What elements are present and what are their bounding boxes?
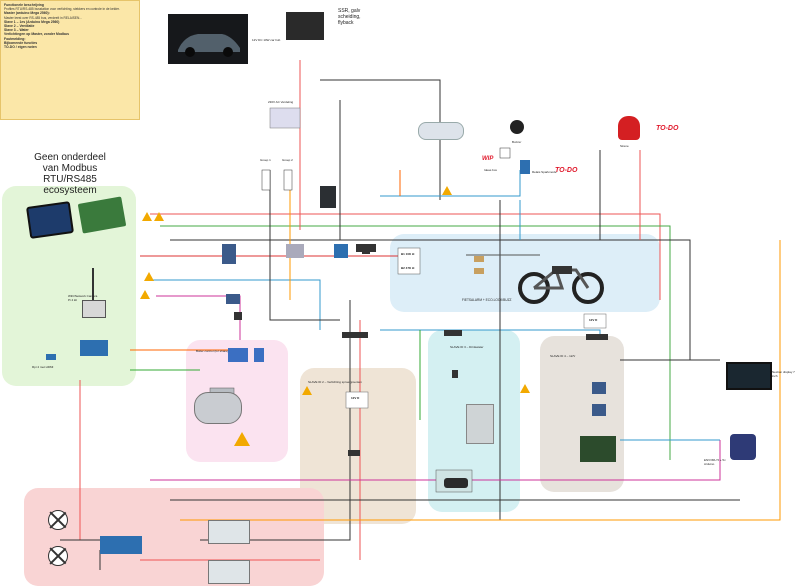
buzzer-icon bbox=[510, 120, 524, 134]
wip-label: WIP bbox=[482, 156, 494, 162]
bike-caption: FIETSALARM + ECO-LOCK/BUZZ bbox=[462, 298, 512, 302]
todo-label-2: TO-DO bbox=[555, 167, 578, 174]
lamp-icon-2 bbox=[48, 546, 68, 566]
warning-icon bbox=[520, 384, 530, 393]
ideasbox-label: Ideas box bbox=[484, 168, 498, 172]
network-device-icon bbox=[82, 300, 106, 318]
solenoid-icon bbox=[444, 478, 468, 488]
warning-icon bbox=[234, 432, 250, 446]
siren-icon bbox=[618, 116, 640, 140]
b2-label: B2 47K Ω bbox=[401, 266, 415, 270]
note-line: Slave 2 – Ventilatie bbox=[4, 24, 35, 29]
display-icon bbox=[726, 362, 772, 390]
note-line: TO-DO / eigen noten bbox=[4, 45, 37, 50]
description-note: Functionele beschrijving Profiles RTU/RS… bbox=[0, 0, 140, 120]
note-line: Master leest over RS-485 bus, verdeelt i… bbox=[4, 15, 82, 20]
note-line: Profiles RTU/RS-485 busstation voor verl… bbox=[4, 7, 120, 12]
slave3-title: SLAVE ID 3 – Drinkwater bbox=[450, 345, 484, 349]
antenna-icon bbox=[92, 268, 94, 300]
slave2-title: SLAVE ID 2 – Verlichting sproeigroenten bbox=[308, 380, 362, 384]
tablet-icon bbox=[25, 201, 75, 239]
lamp-icon-1 bbox=[48, 510, 68, 530]
relay-label: Relais Sparkmode bbox=[532, 170, 557, 174]
red-zone bbox=[24, 488, 324, 586]
ssr-label: SSR, galv scheiding, flyback bbox=[338, 8, 361, 26]
warning-icon bbox=[302, 386, 312, 395]
siren-label: Sirene bbox=[620, 144, 629, 148]
water-tank-icon bbox=[466, 404, 494, 444]
note-line: Slave 3 – Water bbox=[4, 28, 29, 33]
warning-icon bbox=[442, 186, 452, 195]
note-line: Verlichtingen op Master, zonder Modbus bbox=[4, 32, 69, 37]
relay-board-icon bbox=[100, 536, 142, 554]
v12-label-a: 12V D bbox=[351, 396, 360, 400]
group1-label: Groep 1 bbox=[260, 158, 271, 162]
b1-label: B1 10K Ω bbox=[401, 252, 415, 256]
grey-zone bbox=[540, 336, 624, 492]
dimmer-module-icon-1 bbox=[208, 520, 250, 544]
camera-icon bbox=[418, 122, 464, 140]
sensor-caption: ENV/IMU 5 + 5v Arduino bbox=[704, 458, 726, 466]
panel-caption: 230V AC Verdeling bbox=[268, 100, 294, 104]
buzzer-label: Buzzer bbox=[512, 140, 522, 144]
note-heading: Functionele beschrijving bbox=[4, 3, 44, 7]
antenna-caption: WiFi/Network Camera Pi 4 kit bbox=[68, 294, 98, 302]
note-line: Bijkomende functies bbox=[4, 40, 38, 45]
bicycle-icon bbox=[518, 266, 604, 304]
slave4-title: SLAVE ID 4 – 12/V bbox=[550, 354, 576, 358]
display-caption: Nextion display 7 inch bbox=[772, 370, 795, 378]
dimmer-module-icon-2 bbox=[208, 560, 250, 584]
pi-caption: Rpi 4 met HDMI bbox=[32, 365, 54, 369]
todo-label-1: TO-DO bbox=[656, 125, 679, 132]
v12-label-b: 12V D bbox=[589, 318, 598, 322]
car-caption: 12V DC 10W car hub bbox=[252, 38, 281, 42]
note-line: Master (arduino Mega 2560): bbox=[4, 11, 50, 16]
sensor-icon bbox=[730, 434, 756, 460]
warning-icon bbox=[154, 212, 164, 221]
note-line: Foutmelding: bbox=[4, 36, 26, 41]
warning-icon bbox=[144, 272, 154, 281]
group2-label: Groep 2 bbox=[282, 158, 293, 162]
ecosystem-label: Geen onderdeel van Modbus RTU/RS485 ecos… bbox=[34, 152, 106, 196]
boiler-icon bbox=[194, 392, 242, 424]
note-line: Slave 1 – 1es (Arduino Mega 2560) bbox=[4, 19, 60, 24]
warning-icon bbox=[140, 290, 150, 299]
relay-module-icon bbox=[80, 340, 108, 356]
boiler-caption: Boiler control (for share) bbox=[196, 349, 229, 353]
car-icon bbox=[178, 34, 240, 57]
warning-icon bbox=[142, 212, 152, 221]
